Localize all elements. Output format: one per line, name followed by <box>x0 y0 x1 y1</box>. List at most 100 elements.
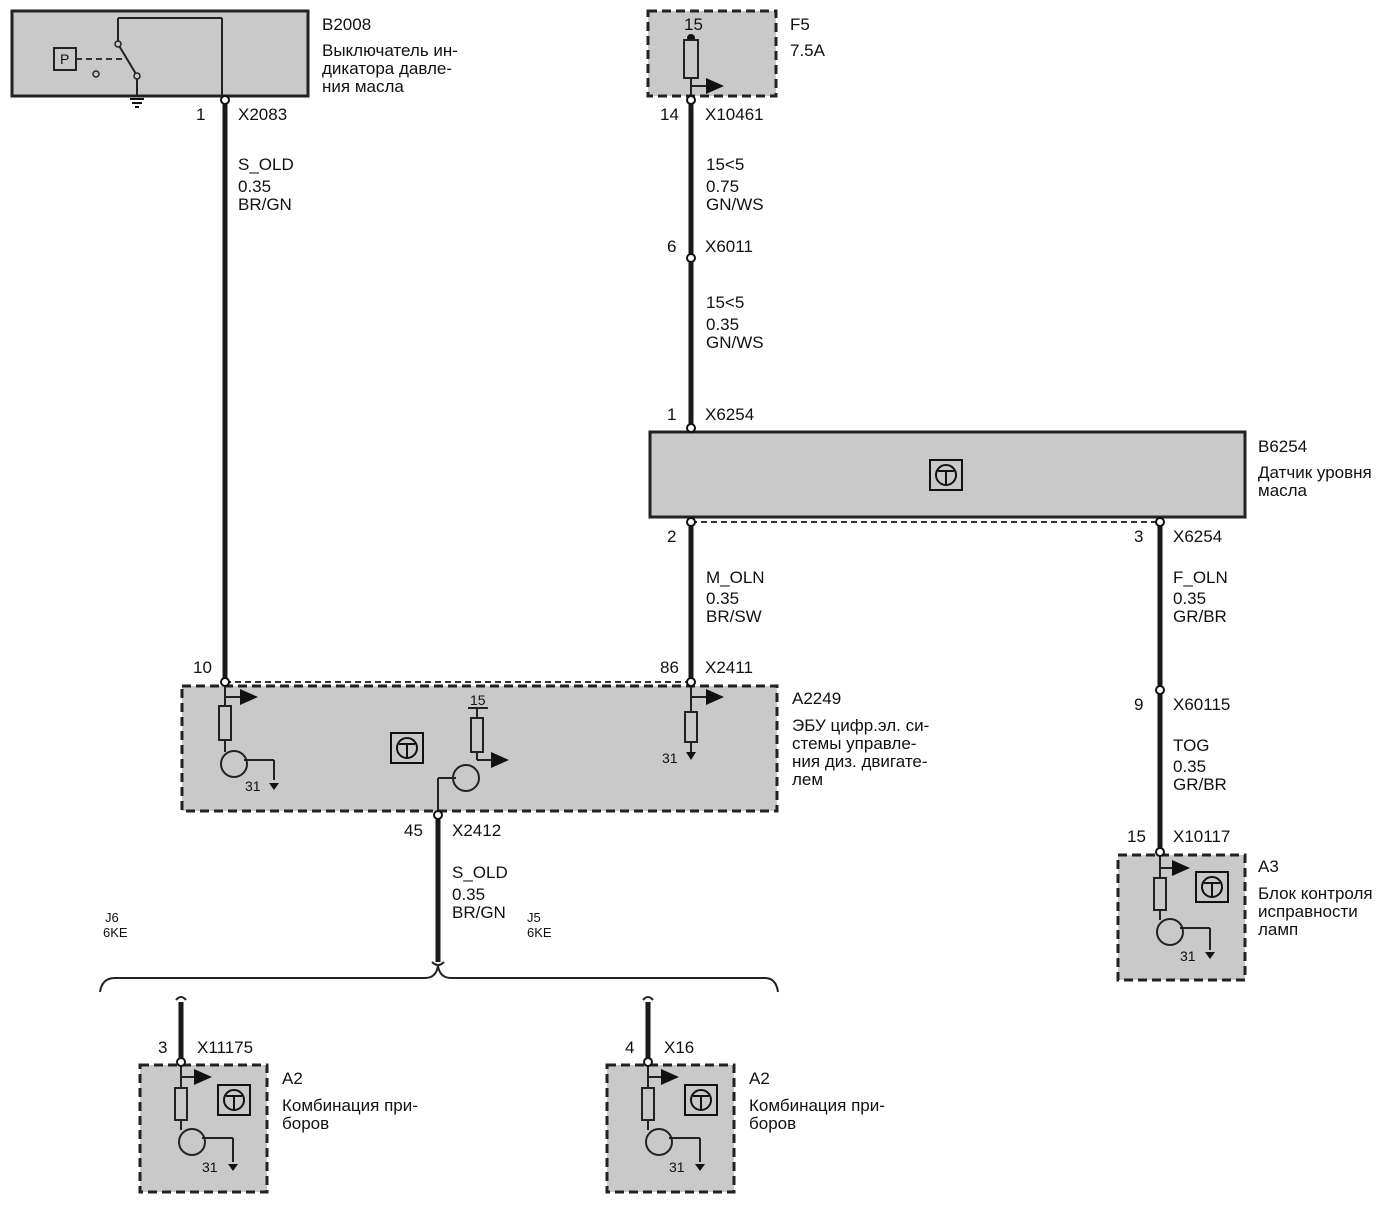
wire-color-label: BR/SW <box>706 607 762 626</box>
b6254-desc-line: масла <box>1258 481 1308 500</box>
fuse-icon <box>683 39 699 79</box>
b2008-desc-line: ния масла <box>322 77 404 96</box>
connector-pin: 2 <box>667 527 676 546</box>
resistor-icon <box>218 705 232 741</box>
a3-id: A3 <box>1258 857 1279 876</box>
wire-color-label: BR/GN <box>238 195 292 214</box>
connector-pin: 3 <box>1134 527 1143 546</box>
ground-icon <box>130 98 144 108</box>
wire-color-label: BR/GN <box>452 903 506 922</box>
connector-x6011: X6011 <box>705 237 753 256</box>
transistor-icon <box>1156 918 1184 946</box>
ecu-chip-icon <box>217 1084 251 1116</box>
terminal-label: 15 <box>470 692 486 708</box>
ecu-chip-icon <box>390 732 424 764</box>
variant-code: J6 <box>105 910 119 925</box>
transistor-icon <box>220 750 248 778</box>
switch-contact-icon <box>117 43 137 75</box>
ground-icon <box>686 752 696 760</box>
pressure-symbol-label: P <box>60 51 69 67</box>
f5-terminal-label: 15 <box>684 15 703 34</box>
wire-signal-label: F_OLN <box>1173 568 1228 587</box>
ground-label: 31 <box>669 1159 685 1175</box>
a2-right-desc-line: Комбинация при- <box>749 1096 885 1115</box>
connector-pin: 45 <box>404 821 423 840</box>
resistor-icon <box>684 711 698 743</box>
b6254-component <box>648 430 1247 523</box>
connector-x10461: X10461 <box>705 105 764 124</box>
wire-signal-label: M_OLN <box>706 568 765 587</box>
a3-desc-line: исправности <box>1258 902 1358 921</box>
f5-fuse-component <box>646 9 778 98</box>
ground-icon <box>1205 952 1215 959</box>
variant-code: J5 <box>527 910 541 925</box>
a2-left-desc-line: боров <box>282 1114 329 1133</box>
wire-color-label: GR/BR <box>1173 607 1227 626</box>
ground-label: 31 <box>202 1159 218 1175</box>
a3-desc-line: Блок контроля <box>1258 884 1373 903</box>
a3-desc-line: ламп <box>1258 920 1298 939</box>
a3-component <box>1116 853 1247 982</box>
a2249-component <box>180 681 779 813</box>
resistor-icon <box>641 1087 655 1121</box>
b2008-desc-line: Выключатель ин- <box>322 41 458 60</box>
a2-right-desc-line: боров <box>749 1114 796 1133</box>
ground-label: 31 <box>1180 948 1196 964</box>
a2249-id: A2249 <box>792 689 841 708</box>
variant-option: 6KE <box>527 925 552 940</box>
a2249-desc-line: стемы управле- <box>792 734 916 753</box>
connector-pin: 1 <box>196 105 205 124</box>
wire-signal-label: 15<5 <box>706 293 744 312</box>
wire-gauge-label: 0.75 <box>706 177 739 196</box>
connector-x6254-right: X6254 <box>1173 527 1222 546</box>
a2-right-component <box>605 1063 736 1194</box>
resistor-icon <box>1153 877 1167 911</box>
connector-x2412: X2412 <box>452 821 501 840</box>
connector-pin: 14 <box>660 105 679 124</box>
transistor-icon <box>178 1128 206 1156</box>
wire-break-icon <box>431 961 445 966</box>
connector-pin: 3 <box>158 1038 167 1057</box>
ground-label: 31 <box>245 778 261 794</box>
b2008-id: B2008 <box>322 15 371 34</box>
connector-pin: 15 <box>1127 827 1146 846</box>
a2249-desc-line: лем <box>792 770 823 789</box>
variant-brace <box>99 965 779 993</box>
ecu-chip-icon <box>929 459 963 491</box>
wire-break-icon <box>175 996 187 1001</box>
resistor-icon <box>174 1087 188 1121</box>
connector-x60115: X60115 <box>1173 695 1230 714</box>
wire-color-label: GN/WS <box>706 195 764 214</box>
a2249-desc-line: ЭБУ цифр.эл. си- <box>792 716 929 735</box>
connector-pin: 10 <box>193 658 212 677</box>
wire-signal-label: 15<5 <box>706 155 744 174</box>
resistor-icon <box>470 717 484 753</box>
connector-pin: 6 <box>667 237 676 256</box>
b2008-desc-line: дикатора давле- <box>322 59 452 78</box>
connector-pin: 1 <box>667 405 676 424</box>
ground-icon <box>695 1164 705 1171</box>
connector-x2083: X2083 <box>238 105 287 124</box>
connector-x60115-marker <box>1155 685 1165 695</box>
b2008-component: P <box>10 9 310 108</box>
a2-right-id: A2 <box>749 1069 770 1088</box>
a2-left-id: A2 <box>282 1069 303 1088</box>
wire-gauge-label: 0.35 <box>706 315 739 334</box>
b6254-id: B6254 <box>1258 437 1307 456</box>
connector-pin: 4 <box>625 1038 634 1057</box>
wire-break-icon <box>642 996 654 1001</box>
wire-gauge-label: 0.35 <box>706 589 739 608</box>
wire-signal-label: S_OLD <box>238 155 294 174</box>
connector-x10117: X10117 <box>1173 827 1230 846</box>
f5-id: F5 <box>790 15 810 34</box>
connector-x6254: X6254 <box>705 405 754 424</box>
wire-gauge-label: 0.35 <box>1173 757 1206 776</box>
connector-x16: X16 <box>664 1038 694 1057</box>
ground-label: 31 <box>662 750 678 766</box>
a2249-desc-line: ния диз. двигате- <box>792 752 928 771</box>
wire-gauge-label: 0.35 <box>1173 589 1206 608</box>
wire-color-label: GR/BR <box>1173 775 1227 794</box>
f5-rating: 7.5A <box>790 41 826 60</box>
ecu-chip-icon <box>684 1084 718 1116</box>
